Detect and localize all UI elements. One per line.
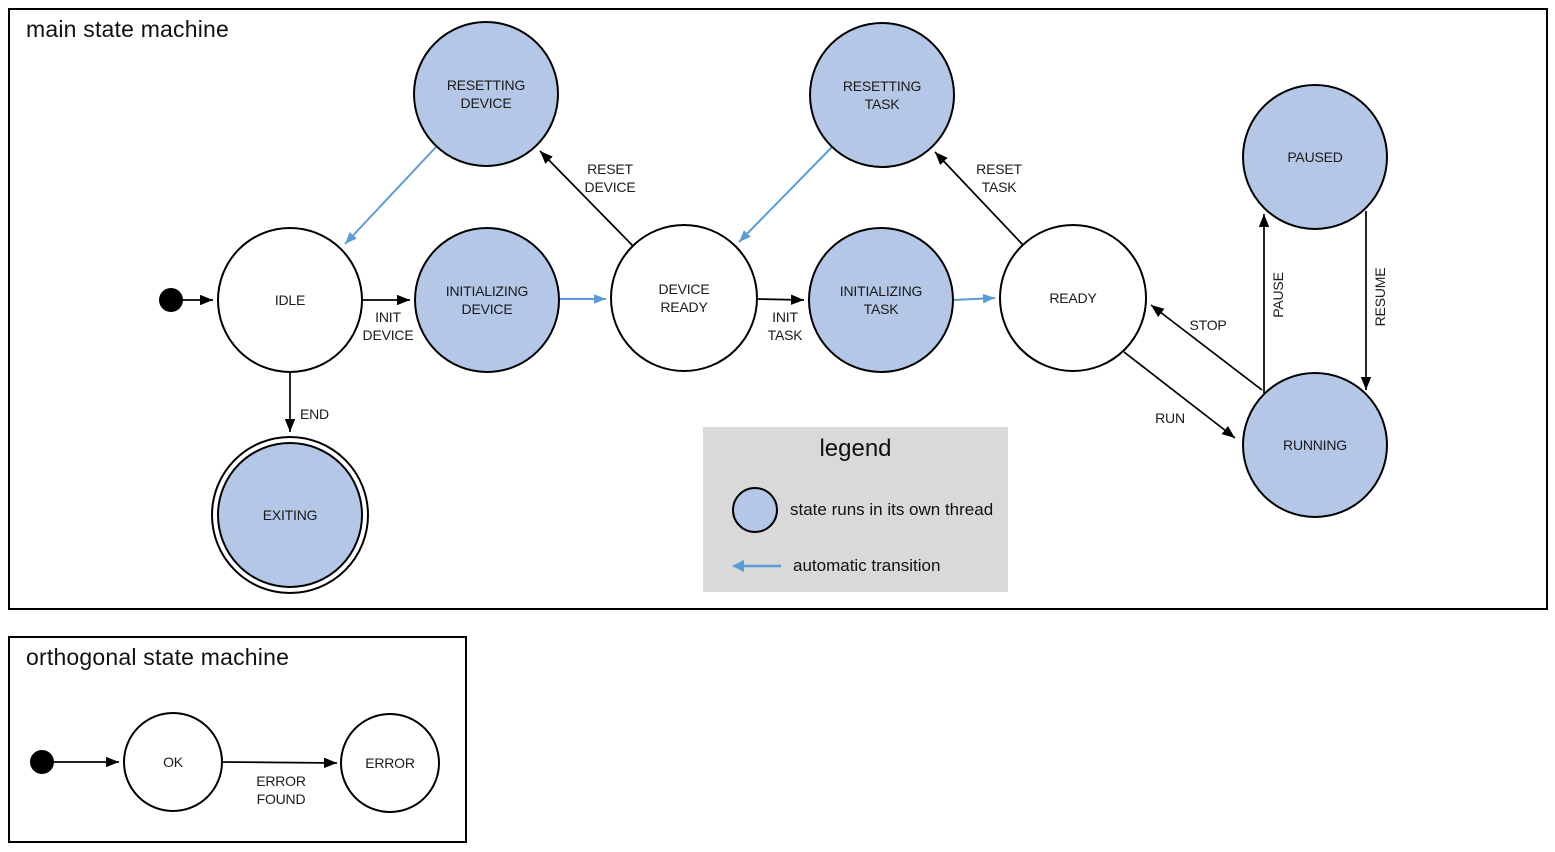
legend: legend state runs in its own thread auto… xyxy=(703,427,1008,592)
orthogonal-panel-title: orthogonal state machine xyxy=(26,644,290,670)
legend-item-label: automatic transition xyxy=(793,556,941,575)
legend-item-label: state runs in its own thread xyxy=(790,500,994,519)
main-panel-title: main state machine xyxy=(26,16,230,42)
automatic-transition-icon xyxy=(732,560,781,572)
thread-state-icon xyxy=(732,487,778,533)
legend-title: legend xyxy=(819,435,892,462)
orthogonal-state-machine-panel: orthogonal state machine xyxy=(8,636,467,843)
